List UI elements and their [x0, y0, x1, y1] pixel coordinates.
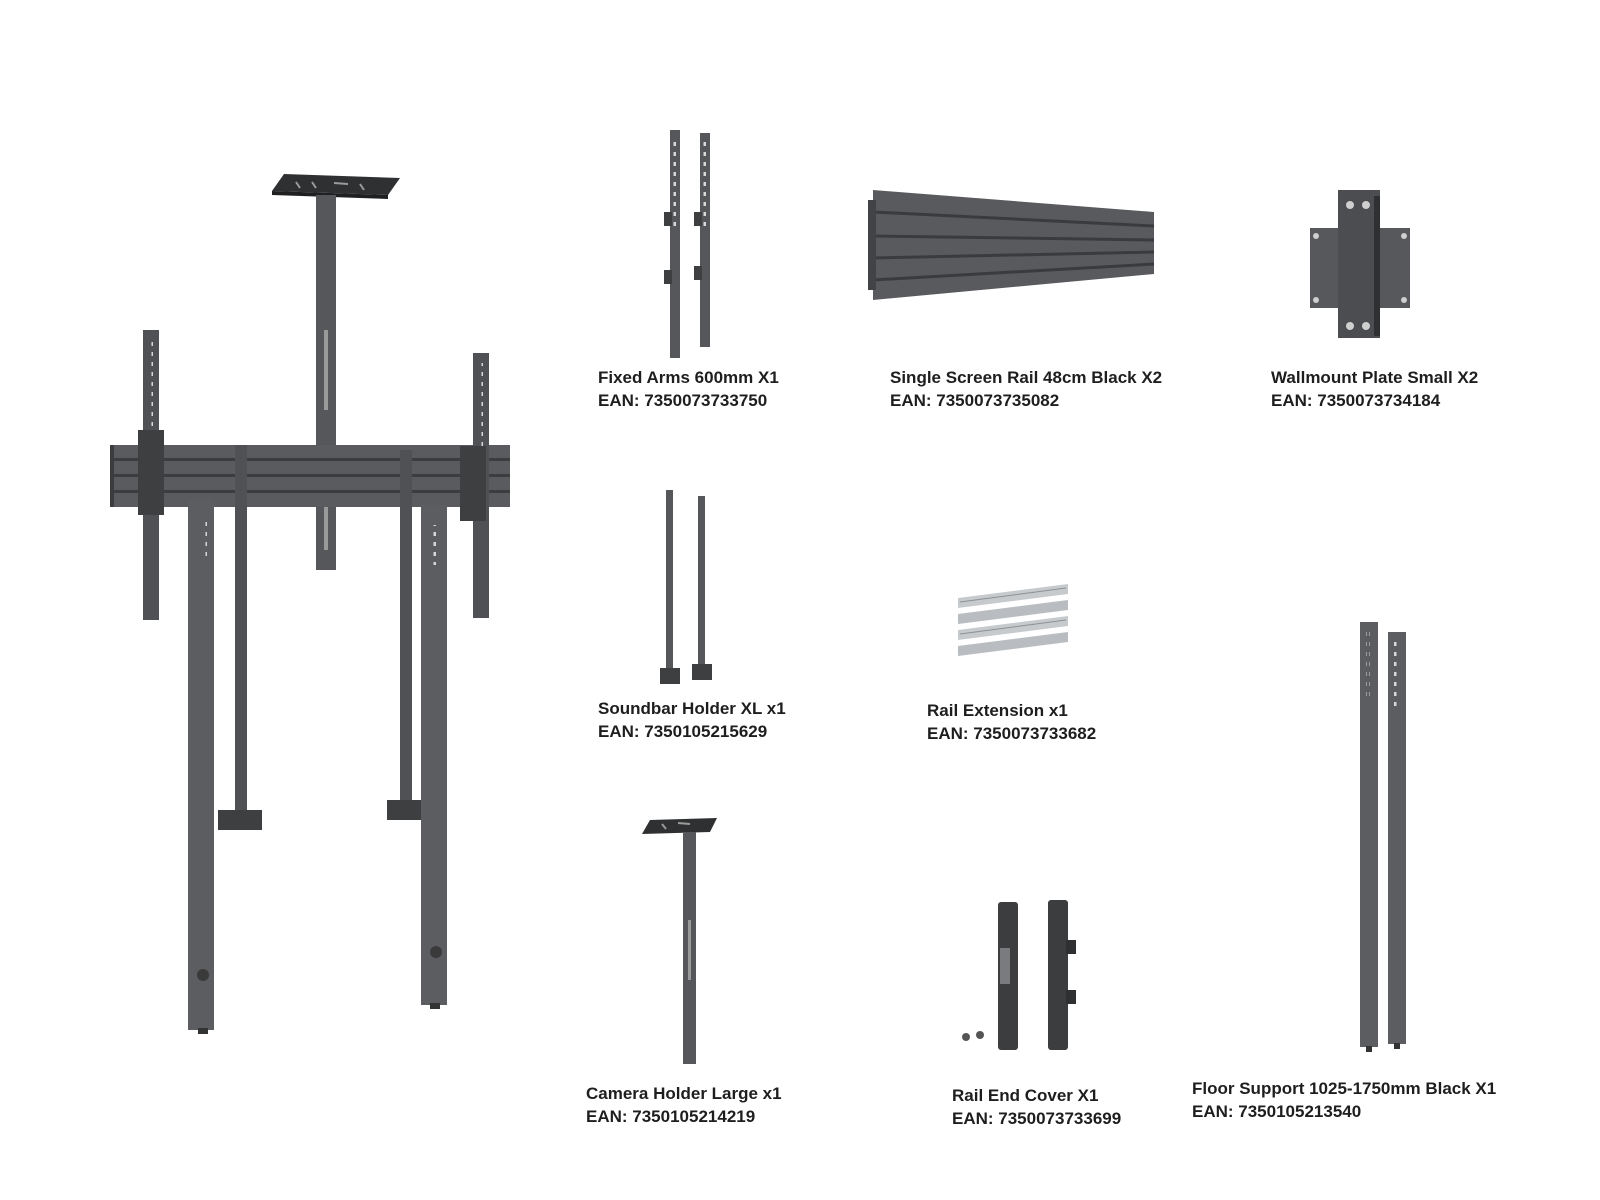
floor-support-illustration	[1360, 622, 1406, 1052]
product-ean: EAN: 7350073733750	[598, 391, 768, 410]
fixed-arms-illustration	[664, 130, 710, 358]
wallmount-plate-illustration	[1310, 190, 1410, 338]
product-label: Soundbar Holder XL x1 EAN: 7350105215629	[598, 697, 786, 743]
product-name: Soundbar Holder XL x1	[598, 699, 786, 718]
product-name: Wallmount Plate Small X2	[1271, 368, 1479, 387]
product-name: Single Screen Rail 48cm Black X2	[890, 368, 1163, 387]
product-name: Rail End Cover X1	[952, 1086, 1099, 1105]
product-label: Wallmount Plate Small X2 EAN: 7350073734…	[1271, 366, 1478, 412]
product-name: Camera Holder Large x1	[586, 1084, 782, 1103]
product-label: Rail Extension x1 EAN: 7350073733682	[927, 699, 1096, 745]
product-ean: EAN: 7350073733682	[927, 724, 1097, 743]
rail-end-cover-illustration	[962, 900, 1076, 1050]
camera-holder-illustration	[642, 818, 717, 1064]
product-label: Camera Holder Large x1 EAN: 735010521421…	[586, 1082, 782, 1128]
product-label: Single Screen Rail 48cm Black X2 EAN: 73…	[890, 366, 1162, 412]
product-ean: EAN: 7350105213540	[1192, 1102, 1362, 1121]
product-name: Floor Support 1025-1750mm Black X1	[1192, 1079, 1497, 1098]
product-ean: EAN: 7350073733699	[952, 1109, 1122, 1128]
product-ean: EAN: 7350073735082	[890, 391, 1060, 410]
screen-rail-illustration	[868, 190, 1155, 300]
product-label: Rail End Cover X1 EAN: 7350073733699	[952, 1084, 1121, 1130]
product-ean: EAN: 7350105214219	[586, 1107, 756, 1126]
rail-extension-illustration	[958, 584, 1068, 656]
product-ean: EAN: 7350073734184	[1271, 391, 1441, 410]
product-name: Rail Extension x1	[927, 701, 1068, 720]
assembled-mount-illustration	[110, 174, 510, 1034]
product-ean: EAN: 7350105215629	[598, 722, 768, 741]
product-label: Floor Support 1025-1750mm Black X1 EAN: …	[1192, 1077, 1496, 1123]
soundbar-holder-illustration	[660, 490, 712, 684]
product-label: Fixed Arms 600mm X1 EAN: 7350073733750	[598, 366, 779, 412]
product-name: Fixed Arms 600mm X1	[598, 368, 779, 387]
